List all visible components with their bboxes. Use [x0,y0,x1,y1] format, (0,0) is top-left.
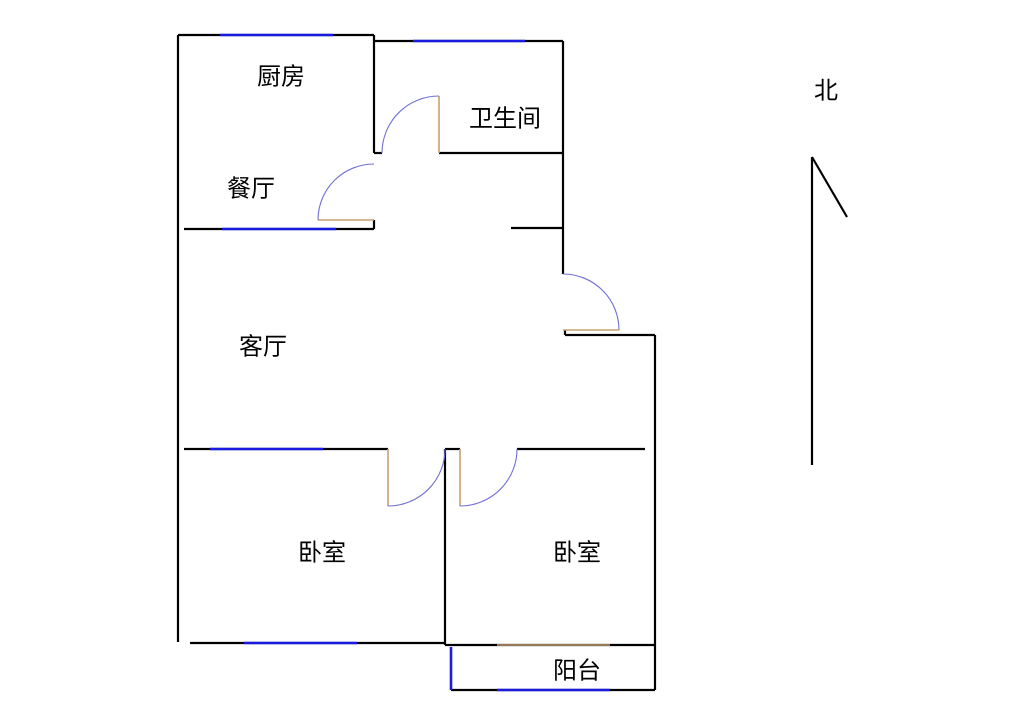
room-label-bathroom: 卫生间 [469,104,541,133]
north-label: 北 [814,76,838,105]
walls [176,33,657,692]
room-label-living: 客厅 [239,332,287,361]
windows [210,33,610,692]
room-label-kitchen: 厨房 [257,62,305,91]
room-label-bedroom-right: 卧室 [553,538,601,567]
room-label-dining: 餐厅 [227,174,275,203]
room-label-balcony: 阳台 [553,656,601,685]
north-arrow-icon [810,156,848,465]
doors [317,95,620,646]
room-label-bedroom-left: 卧室 [298,538,346,567]
